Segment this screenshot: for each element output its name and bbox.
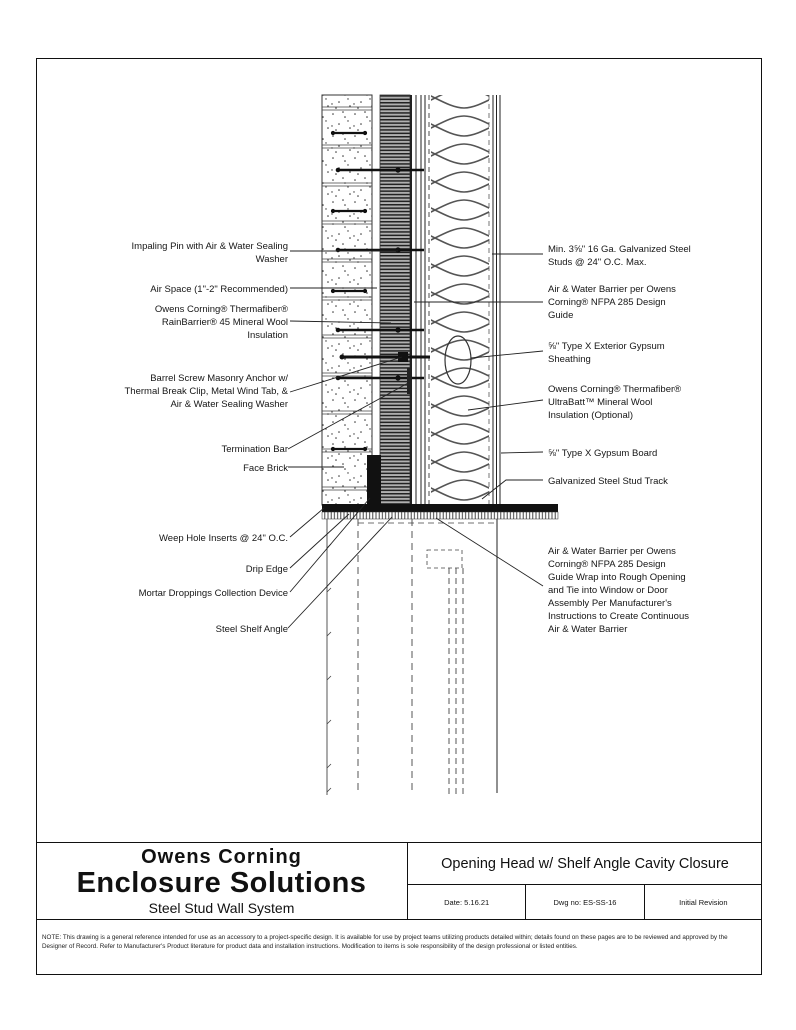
awb-and-exterior-sheathing <box>410 95 430 505</box>
company-name: Owens Corning <box>141 846 302 868</box>
sheathing-callout-ellipse <box>444 335 472 385</box>
drawing-border <box>36 58 762 975</box>
label-rainbarrier-insulation: Owens Corning® Thermafiber® RainBarrier®… <box>154 304 288 341</box>
label-mortar-collection: Mortar Droppings Collection Device <box>138 588 288 599</box>
drawing-title: Opening Head w/ Shelf Angle Cavity Closu… <box>408 843 762 885</box>
title-block: Owens Corning Enclosure Solutions Steel … <box>36 842 762 920</box>
revision-cell: Initial Revision <box>679 897 728 907</box>
label-face-brick: Face Brick <box>243 463 288 474</box>
title-block-detail-cell: Opening Head w/ Shelf Angle Cavity Closu… <box>408 843 762 919</box>
label-air-space: Air Space (1"-2" Recommended) <box>150 284 288 295</box>
termination-bar <box>407 368 412 394</box>
label-shelf-angle: Steel Shelf Angle <box>215 624 288 635</box>
rainbarrier-mineral-wool <box>379 94 411 506</box>
label-steel-studs: Min. 3⅝" 16 Ga. Galvanized Steel Studs @… <box>548 244 691 268</box>
label-impaling-pin: Impaling Pin with Air & Water Sealing Wa… <box>131 241 288 265</box>
cavity-closure-block <box>367 455 381 505</box>
label-exterior-sheathing: ⅝" Type X Exterior Gypsum Sheathing <box>548 341 665 365</box>
brand-name: Enclosure Solutions <box>76 867 367 899</box>
window-head-below <box>326 519 498 795</box>
label-awb-wrap: Air & Water Barrier per Owens Corning® N… <box>548 546 689 635</box>
barrel-screw-anchor <box>339 352 430 362</box>
label-drip-edge: Drip Edge <box>245 564 288 575</box>
label-ultrabatt-insulation: Owens Corning® Thermafiber® UltraBatt™ M… <box>548 384 682 421</box>
brick-tie-anchors <box>330 130 368 452</box>
gypsum-board <box>492 95 501 504</box>
label-air-water-barrier: Air & Water Barrier per Owens Corning® N… <box>548 284 676 321</box>
leader-lines <box>287 250 544 629</box>
label-weep-holes: Weep Hole Inserts @ 24" O.C. <box>158 533 288 544</box>
steel-shelf-angle <box>321 504 559 520</box>
dwg-no-cell: Dwg no: ES-SS-16 <box>526 885 645 919</box>
face-brick-veneer <box>321 94 373 506</box>
title-block-meta-row: Date: 5.16.21 Dwg no: ES-SS-16 Initial R… <box>408 885 762 919</box>
title-block-brand-cell: Owens Corning Enclosure Solutions Steel … <box>36 843 408 919</box>
system-name: Steel Stud Wall System <box>148 900 295 916</box>
label-gypsum-board: ⅝" Type X Gypsum Board <box>548 448 658 459</box>
disclaimer-note: NOTE: This drawing is a general referenc… <box>42 934 728 950</box>
ultrabatt-insulation <box>431 95 490 505</box>
label-termination-bar: Termination Bar <box>221 444 288 455</box>
date-cell: Date: 5.16.21 <box>408 885 527 919</box>
label-masonry-anchor: Barrel Screw Masonry Anchor w/ Thermal B… <box>124 373 289 410</box>
label-stud-track: Galvanized Steel Stud Track <box>548 476 668 487</box>
